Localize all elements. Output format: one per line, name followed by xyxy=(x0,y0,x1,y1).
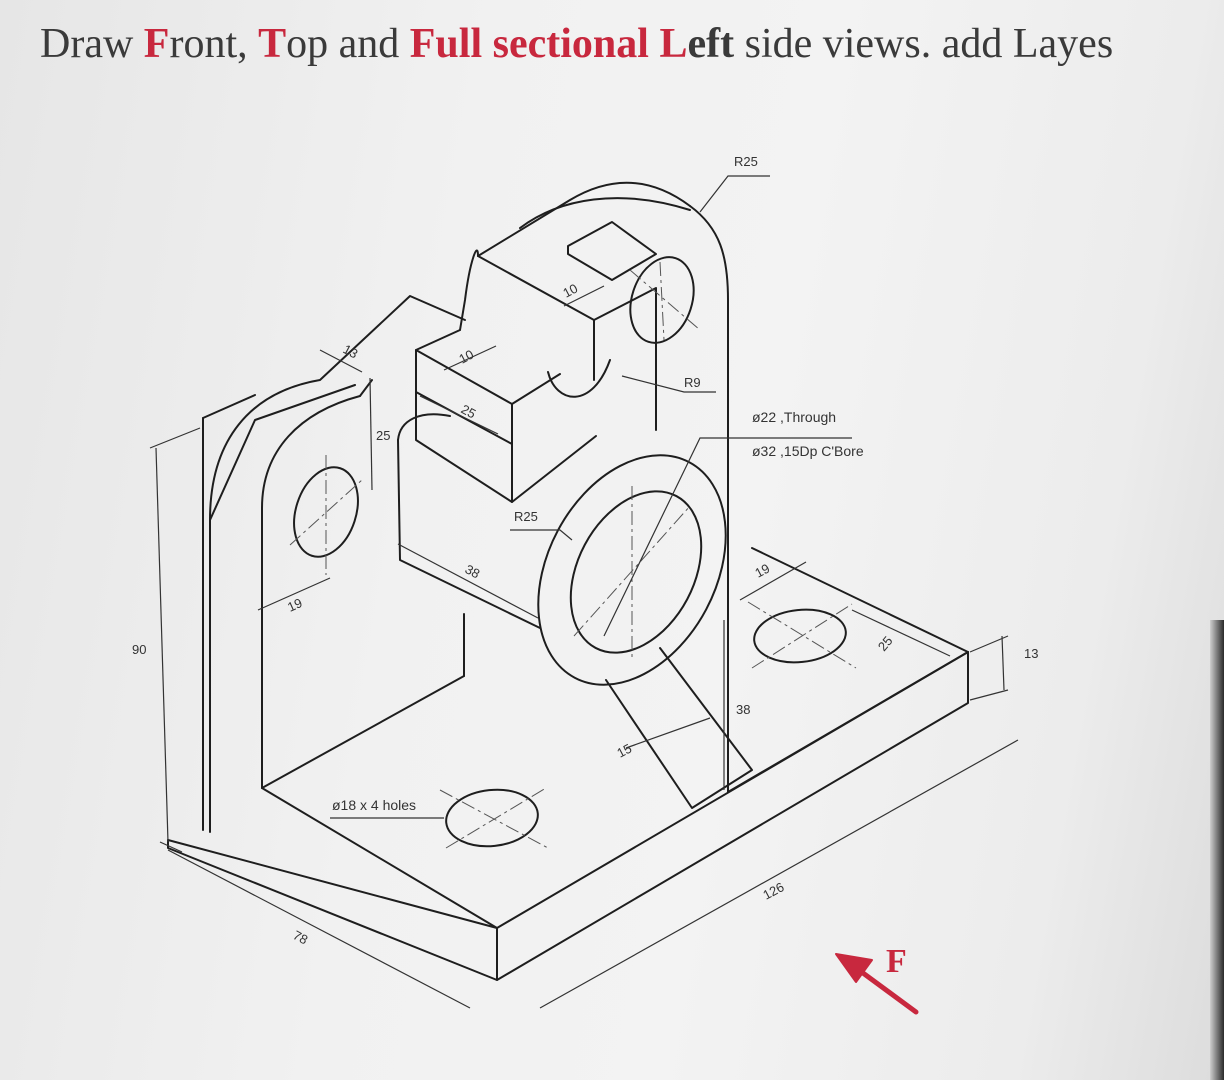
centerlines xyxy=(289,261,857,849)
dimension-lines xyxy=(149,175,1019,1009)
base-hole-left xyxy=(445,788,539,848)
title-full-sectional: Full sectional xyxy=(409,21,649,67)
title-left-initial: L xyxy=(659,21,688,67)
front-marker-label: F xyxy=(886,943,907,980)
front-direction-marker: F xyxy=(835,943,919,1015)
dimension-labels: R25 10 13 10 R9 25 25 R25 38 19 90 19 25… xyxy=(132,154,1038,947)
base-hole-right xyxy=(753,608,847,664)
dim-r25-top: R25 xyxy=(734,154,758,169)
dim-r25-mid: R25 xyxy=(514,509,538,524)
monitor-bezel xyxy=(1210,620,1224,1080)
title-front-rest: ront, xyxy=(169,21,259,67)
title-front-initial: F xyxy=(143,21,170,67)
dim-19-right: 19 xyxy=(752,561,772,581)
title-top-initial: T xyxy=(258,21,287,67)
note-through: ø22 ,Through xyxy=(752,409,836,425)
vertical-plate xyxy=(202,295,466,833)
side-hole xyxy=(293,466,359,558)
base-plate xyxy=(167,547,969,981)
note-holes: ø18 x 4 holes xyxy=(332,797,416,813)
dim-r9: R9 xyxy=(684,375,701,390)
upper-boss xyxy=(415,181,729,793)
dim-19-left: 19 xyxy=(285,595,304,615)
page-title: Draw Front, Top and Full sectional Left … xyxy=(40,20,1113,68)
title-left-rest: eft xyxy=(687,21,735,67)
dim-25-right: 25 xyxy=(875,633,896,654)
notes: ø22 ,Through ø32 ,15Dp C'Bore ø18 x 4 ho… xyxy=(332,409,864,813)
dim-15: 15 xyxy=(614,741,634,761)
rib xyxy=(605,647,753,809)
title-text-1: Draw xyxy=(40,21,144,67)
dim-78: 78 xyxy=(291,927,311,947)
dim-13-right: 13 xyxy=(1024,646,1038,661)
dim-25-slot: 25 xyxy=(459,401,479,421)
dim-38-depth: 38 xyxy=(463,561,483,581)
dim-10-top: 10 xyxy=(560,281,580,301)
title-text-2: side views. add Layes xyxy=(734,21,1114,67)
title-top-rest: op and xyxy=(286,21,410,67)
dim-13: 13 xyxy=(341,341,361,361)
note-cbore: ø32 ,15Dp C'Bore xyxy=(752,443,864,459)
dim-25-height: 25 xyxy=(376,428,390,443)
dim-90: 90 xyxy=(132,642,146,657)
cylinder-boss xyxy=(397,413,727,686)
dim-10-left: 10 xyxy=(456,347,476,367)
dim-38-height: 38 xyxy=(736,702,750,717)
